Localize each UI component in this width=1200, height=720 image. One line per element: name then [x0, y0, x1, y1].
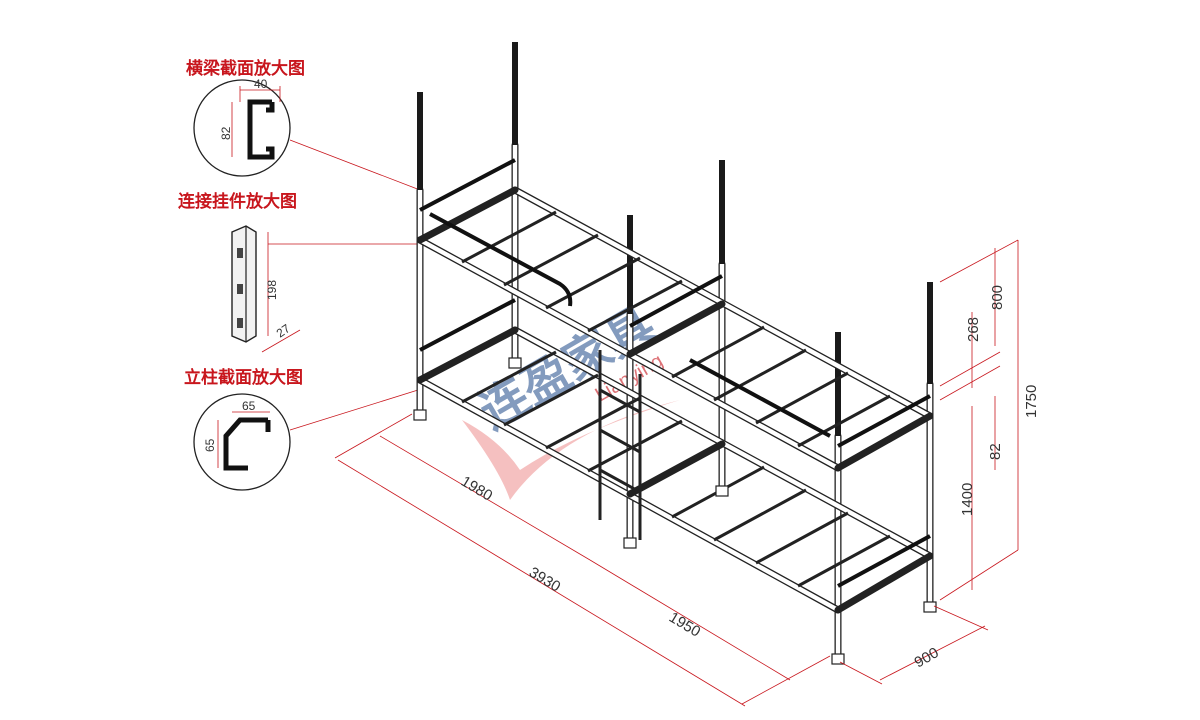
beam-section-title: 横梁截面放大图 — [186, 58, 305, 79]
dimension-lines: 3930 1980 1950 900 1750 800 268 82 1400 — [334, 239, 1040, 707]
lower-rails — [416, 326, 934, 614]
feet — [413, 357, 937, 665]
dim-upper-section: 800 — [989, 285, 1006, 310]
hanger-title: 连接挂件放大图 — [178, 191, 297, 212]
upper-slats — [461, 210, 891, 448]
guard-rails — [419, 158, 931, 588]
dim-beam: 82 — [987, 443, 1004, 460]
post-leader-line — [289, 389, 419, 431]
post-section-callout: 65 65 — [193, 389, 419, 491]
dim-guard-rail: 268 — [965, 317, 982, 342]
hanger-length-label: 198 — [265, 280, 279, 300]
ladder — [598, 350, 642, 540]
beam-width-label: 40 — [254, 77, 268, 91]
dim-total-length: 3930 — [526, 564, 563, 596]
hanger-width-label: 27 — [274, 321, 293, 340]
hanger-callout: 198 27 — [231, 225, 418, 353]
upper-rails — [416, 186, 934, 472]
watermark: 连盈家具 Lianying — [462, 296, 680, 500]
post-width-label: 65 — [242, 399, 256, 413]
dim-bed-length-right: 1950 — [666, 609, 703, 641]
lower-slats — [461, 350, 891, 588]
dim-bed-length-left: 1980 — [458, 473, 495, 505]
dim-depth: 900 — [912, 644, 942, 671]
post-section-title: 立柱截面放大图 — [184, 367, 303, 388]
beam-leader-line — [289, 139, 421, 191]
post-height-label: 65 — [203, 438, 217, 452]
dim-total-height: 1750 — [1023, 385, 1040, 418]
extension-rods — [417, 42, 933, 436]
bunk-bed-frame — [413, 42, 937, 665]
beam-section-callout: 40 82 — [193, 77, 421, 191]
dim-lower-section: 1400 — [959, 483, 976, 516]
beam-height-label: 82 — [219, 126, 233, 140]
